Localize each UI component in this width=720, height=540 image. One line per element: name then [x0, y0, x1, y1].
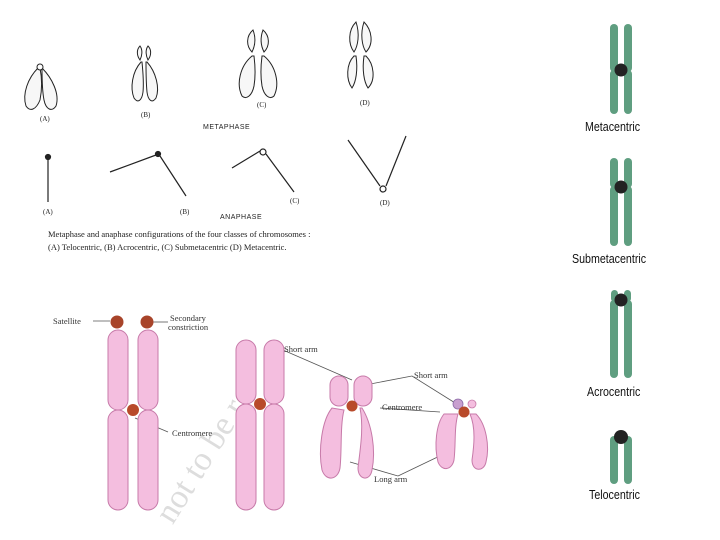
label-metacentric: Metacentric — [585, 119, 640, 134]
label-acrocentric: Acrocentric — [587, 384, 640, 399]
label-submetacentric: Submetacentric — [572, 251, 646, 266]
acrocentric-chromosome — [610, 290, 632, 378]
telocentric-chromosome — [610, 430, 632, 484]
metacentric-chromosome — [610, 24, 632, 114]
label-telocentric: Telocentric — [589, 487, 640, 502]
submetacentric-chromosome — [610, 158, 632, 246]
